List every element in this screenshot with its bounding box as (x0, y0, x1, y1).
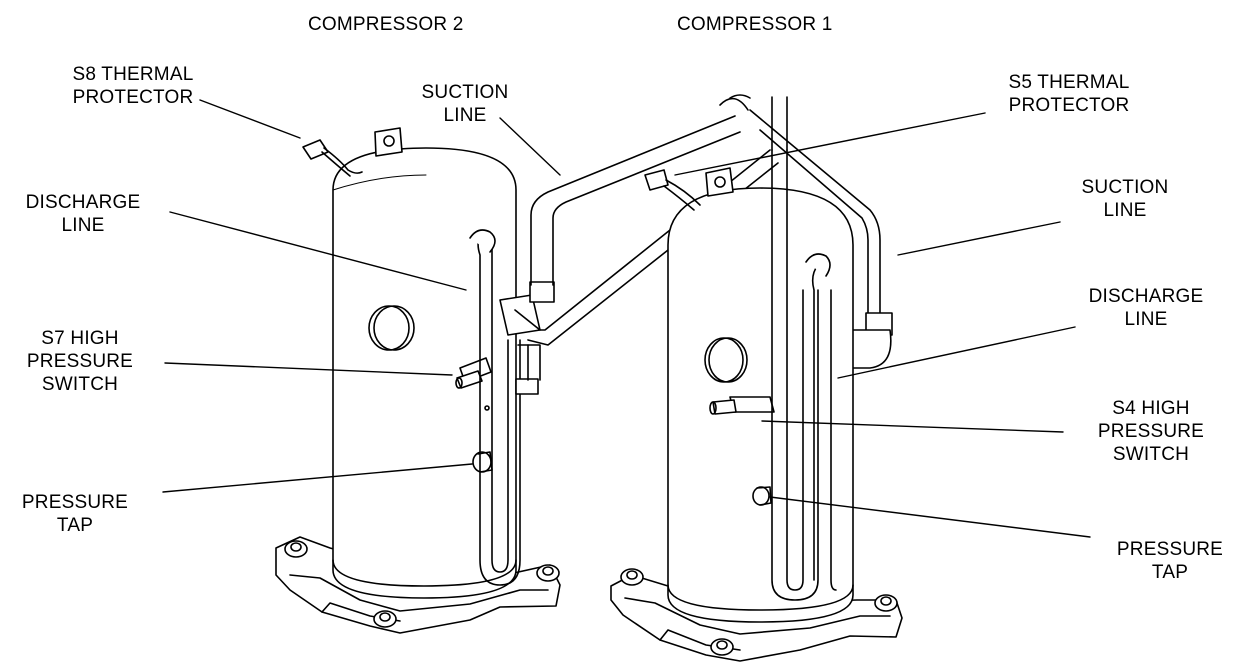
leader-tap-right (769, 496, 1091, 538)
compressor-1-header: COMPRESSOR 1 (677, 14, 833, 35)
compressor-1-thermal-protector (644, 169, 701, 211)
label-tap-left-line-2: TAP (56, 515, 94, 536)
label-s5-line-1: S5 THERMAL (1008, 72, 1130, 93)
label-discharge-line-left: DISCHARGE LINE (8, 191, 158, 237)
label-pressure-tap-left: PRESSURE TAP (10, 491, 140, 537)
compressor-1-discharge-riser (771, 149, 819, 601)
compressor-2-header: COMPRESSOR 2 (308, 14, 464, 35)
compressor-1-high-pressure-switch (709, 396, 775, 415)
label-discharge-right-line-1: DISCHARGE (1088, 286, 1204, 307)
compressor-1-discharge-line (805, 253, 837, 591)
compressor-1-pressure-tap (752, 486, 772, 506)
label-suction-left-line-1: SUCTION (421, 82, 509, 103)
label-discharge-left-line-2: LINE (61, 215, 105, 236)
compressor-1 (610, 149, 903, 662)
label-suction-right-line-1: SUCTION (1081, 177, 1169, 198)
compressor-2-bolts (284, 540, 560, 628)
compressor-1-bolts (620, 568, 898, 656)
label-discharge-left-line-1: DISCHARGE (25, 192, 141, 213)
label-s7-line-2: PRESSURE (26, 351, 134, 372)
compressor-2-discharge-line (469, 229, 539, 586)
label-tap-right-line-2: TAP (1151, 562, 1189, 583)
label-s7-line-1: S7 HIGH (41, 328, 119, 349)
label-s7-line-3: SWITCH (41, 374, 119, 395)
label-s7-high-pressure-switch: S7 HIGH PRESSURE SWITCH (10, 327, 150, 396)
label-suction-line-left: SUCTION LINE (405, 81, 525, 127)
label-s5-line-2: PROTECTOR (1008, 95, 1130, 116)
compressor-2-thermal-protector (302, 139, 363, 177)
leader-discharge-right (837, 326, 1076, 379)
label-s8-thermal-protector: S8 THERMAL PROTECTOR (58, 63, 208, 109)
label-s4-line-3: SWITCH (1112, 444, 1190, 465)
label-s4-high-pressure-switch: S4 HIGH PRESSURE SWITCH (1081, 397, 1221, 466)
compressor-2 (275, 127, 561, 634)
leader-s5 (674, 112, 986, 176)
leader-s7 (164, 362, 453, 376)
label-tap-right-line-1: PRESSURE (1116, 539, 1224, 560)
compressor-2-pressure-tap (472, 451, 493, 473)
leader-s4 (761, 420, 1064, 433)
label-suction-left-line-2: LINE (443, 105, 487, 126)
leader-s8 (199, 99, 301, 139)
label-discharge-line-right: DISCHARGE LINE (1071, 285, 1221, 331)
compressor-1-sight-glass (704, 337, 748, 383)
compressor-2-sight-glass (368, 305, 415, 351)
label-suction-line-right: SUCTION LINE (1065, 176, 1185, 222)
label-s8-line-2: PROTECTOR (72, 87, 194, 108)
label-tap-left-line-1: PRESSURE (21, 492, 129, 513)
label-s4-line-1: S4 HIGH (1112, 398, 1190, 419)
label-discharge-right-line-2: LINE (1124, 309, 1168, 330)
leader-lines (162, 99, 1091, 538)
leader-discharge-left (169, 211, 467, 291)
label-suction-right-line-2: LINE (1103, 200, 1147, 221)
label-s5-thermal-protector: S5 THERMAL PROTECTOR (994, 71, 1144, 117)
leader-tap-left (162, 463, 473, 493)
label-pressure-tap-right: PRESSURE TAP (1100, 538, 1240, 584)
label-s4-line-2: PRESSURE (1097, 421, 1205, 442)
label-s8-line-1: S8 THERMAL (72, 64, 194, 85)
compressor-2-high-pressure-switch (455, 357, 492, 389)
leader-suction-right (897, 221, 1061, 256)
leader-suction-left (499, 117, 561, 176)
